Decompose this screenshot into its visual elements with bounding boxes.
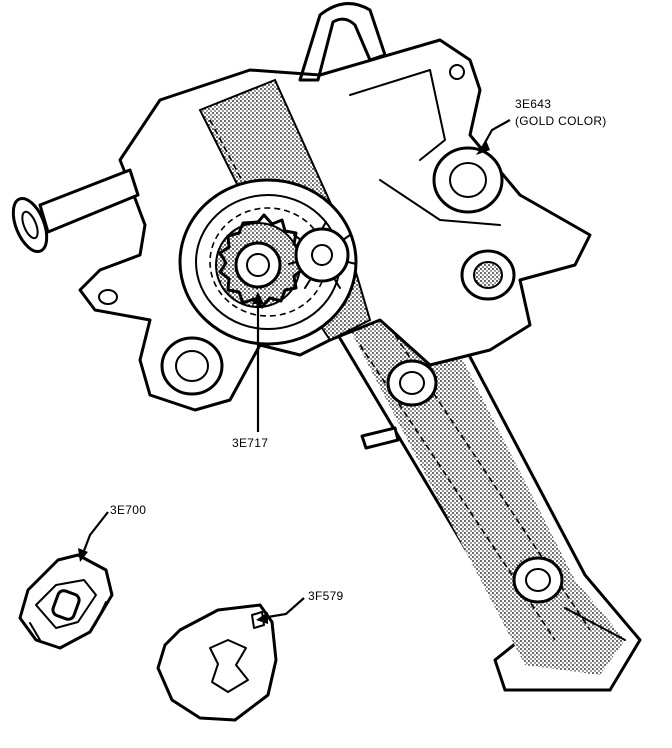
secondary-gear [288,221,357,289]
lower-left-boss [160,336,224,396]
callout-3E643-note: (GOLD COLOR) [515,114,607,128]
shaft-boss-lower [512,556,564,604]
steering-column-housing [11,2,642,692]
right-boss [432,146,504,214]
callout-3E643-number: 3E643 [515,97,551,111]
housing-edge-1 [349,69,446,161]
callout-3E643: 3E643 (GOLD COLOR) [515,97,607,128]
leader-3F579 [256,597,305,624]
housing-edge-2 [379,179,501,226]
callout-3F579: 3F579 [308,589,344,603]
shaft-boss-upper [386,359,438,407]
gear-3E717 [215,213,305,309]
top-loop-handle [298,2,387,82]
leader-3E717 [252,292,264,432]
shaft-pin [360,426,400,450]
shaft-end-ring [564,607,626,641]
lower-right-threaded-boss [460,249,516,301]
part-3F579 [156,603,278,722]
left-rod [11,168,140,253]
callout-3E717: 3E717 [232,436,268,450]
left-mounting-ear [98,289,118,305]
top-right-hole [449,64,465,80]
leader-3E643 [476,119,511,155]
part-3E700 [18,553,114,650]
leader-3E700 [78,511,109,562]
callout-3E700: 3E700 [110,503,146,517]
